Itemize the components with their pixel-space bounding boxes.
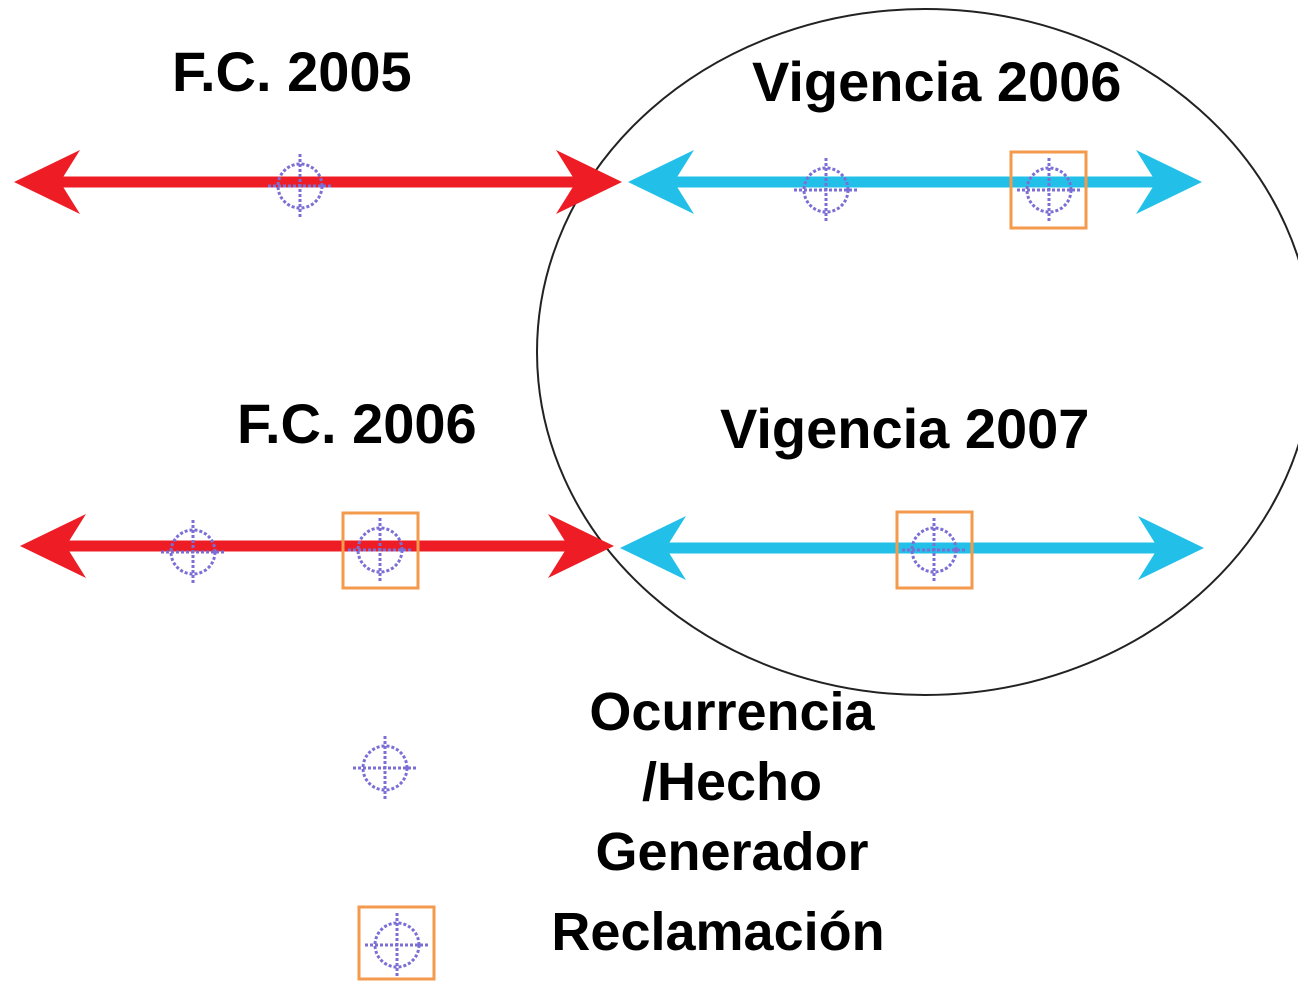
coverage-circle: [536, 8, 1298, 696]
occurrence-marker-icon: [792, 156, 860, 224]
claim-marker-icon: [341, 511, 420, 590]
claim-marker-icon: [895, 510, 974, 590]
legend-occurrence-label-line2: /Hecho: [642, 752, 822, 812]
row2-right-label: Vigencia 2007: [720, 397, 1089, 460]
row2-left-arrow: [20, 514, 614, 578]
row1-left-label: F.C. 2005: [172, 40, 412, 103]
legend-occurrence-icon: [351, 734, 419, 802]
legend-claim-label: Reclamación: [551, 902, 884, 962]
row1-left-arrow: [14, 150, 622, 214]
occurrence-marker-icon: [159, 518, 227, 586]
row1-right-label: Vigencia 2006: [752, 50, 1121, 113]
legend-claim-icon: [357, 905, 436, 981]
claim-marker-icon: [1009, 150, 1088, 230]
legend-occurrence-label-line3: Generador: [595, 822, 868, 882]
legend-occurrence-label-line1: Ocurrencia: [589, 682, 875, 742]
row2-left-label: F.C. 2006: [237, 392, 477, 455]
row1-right-arrow: [628, 150, 1202, 214]
